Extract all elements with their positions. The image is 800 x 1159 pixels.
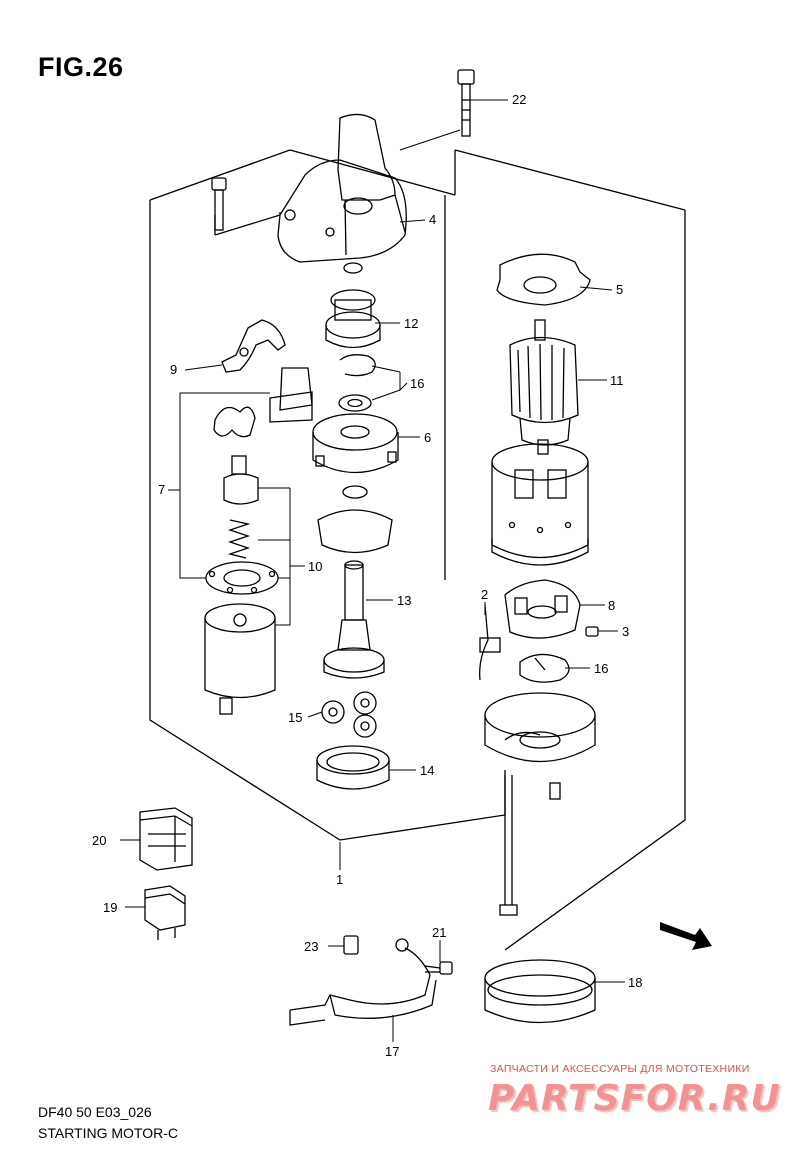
callout-12: 12 <box>404 316 419 331</box>
shift-lever-9 <box>221 319 286 373</box>
callout-20: 20 <box>92 833 107 848</box>
solenoid-body <box>204 603 276 715</box>
lead-wire-2 <box>479 604 501 681</box>
nut-3 <box>585 626 599 637</box>
callout-18: 18 <box>628 975 643 990</box>
solenoid-cover-4 <box>277 113 407 263</box>
pinion-12 <box>325 289 381 349</box>
relay-19 <box>144 885 186 940</box>
callout-2: 2 <box>481 587 489 602</box>
clip-23 <box>343 935 359 955</box>
callout-1: 1 <box>336 872 344 887</box>
callout-4: 4 <box>429 212 437 227</box>
gasket-10 <box>205 561 279 595</box>
figure-title: FIG.26 <box>38 52 124 82</box>
callout-7: 7 <box>158 482 166 497</box>
callout-15: 15 <box>288 710 303 725</box>
model-code: DF40 50 E03_026 <box>38 1104 152 1120</box>
plunger-7 <box>213 367 313 505</box>
snap-ring-16-upper <box>338 354 376 412</box>
callout-10: 10 <box>308 559 323 574</box>
callout-8: 8 <box>608 598 616 613</box>
callout-16-upper: 16 <box>410 376 425 391</box>
band-18 <box>484 959 596 1024</box>
watermark-logo: PARTSFOR.RU <box>488 1078 781 1119</box>
callout-14: 14 <box>420 763 435 778</box>
callout-16-lower: 16 <box>594 661 609 676</box>
bracket-17 <box>289 938 437 1026</box>
callout-17: 17 <box>385 1044 400 1059</box>
callout-11: 11 <box>610 373 624 388</box>
bolt-small <box>211 177 227 231</box>
leader-lines <box>120 99 625 1042</box>
armature-11 <box>509 319 579 455</box>
assembly-outline-right <box>504 210 686 951</box>
washer-16-lower <box>519 653 570 683</box>
plate-5 <box>496 253 591 306</box>
callout-21: 21 <box>432 925 447 940</box>
diagram-caption: STARTING MOTOR-C <box>38 1125 178 1141</box>
fwd-arrow-icon <box>660 922 712 950</box>
callout-22: 22 <box>512 92 527 107</box>
callout-6: 6 <box>424 430 432 445</box>
spring <box>227 519 251 559</box>
shaft-13 <box>323 560 385 679</box>
bolt-21 <box>424 961 453 975</box>
assembly-outline-left <box>149 200 506 841</box>
callout-19: 19 <box>103 900 118 915</box>
relay-20 <box>139 807 193 871</box>
callout-5: 5 <box>616 282 624 297</box>
brush-holder-8 <box>504 579 581 639</box>
o-ring <box>317 509 393 554</box>
planetary-gears-15 <box>321 691 377 738</box>
watermark-tagline: ЗАПЧАСТИ И АКСЕССУАРЫ ДЛЯ МОТОТЕХНИКИ <box>490 1063 750 1075</box>
callout-13: 13 <box>397 593 412 608</box>
gear-housing-6 <box>312 413 399 474</box>
internal-gear-14 <box>316 745 390 790</box>
yoke <box>491 443 589 566</box>
bolt-22 <box>457 69 475 137</box>
through-bolt <box>499 775 518 916</box>
end-cover <box>484 692 596 763</box>
callout-23: 23 <box>304 939 319 954</box>
callout-9: 9 <box>170 362 178 377</box>
callout-3: 3 <box>622 624 630 639</box>
